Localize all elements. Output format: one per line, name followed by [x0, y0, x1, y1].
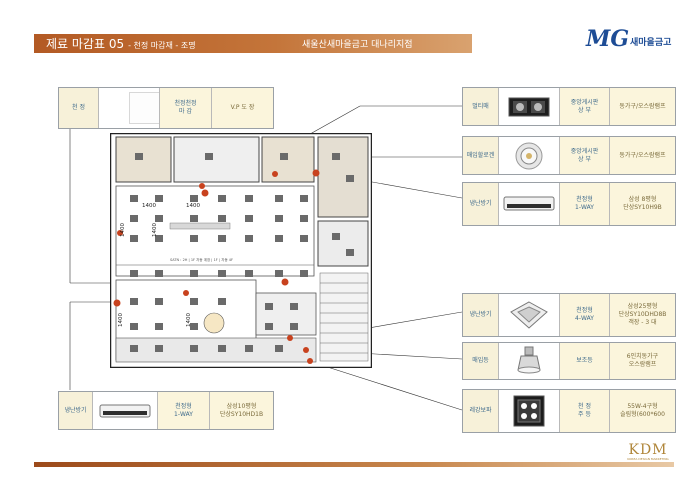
fixture-right-4-type: 천정형 4-WAY	[559, 294, 609, 336]
fixture-right-3-type: 천정형 1-WAY	[559, 183, 609, 225]
fixture-left-spec: 삼성10평형 단상SY10HD1B	[209, 392, 273, 429]
kdm-sub: KOREA DESIGN MARKETING	[627, 457, 669, 461]
fixture-right-5-type: 보조등	[559, 343, 609, 379]
plan-legend: SATN : 2H | 1F 자동 계장 | 1F | 자동 4F	[170, 257, 233, 262]
ceiling-finish: 천정천정 마 감	[159, 88, 211, 128]
fixture-right-5: 매입등 보조등 6인치동가구 오스람램프	[462, 342, 676, 380]
dim-4: 1400	[152, 223, 158, 237]
fixture-right-5-label: 매입등	[463, 343, 499, 379]
halogen-downlight-icon	[515, 142, 543, 169]
bank-name: 새울산새마을금고 대나리지점	[302, 40, 413, 50]
four-way-ac-icon	[510, 301, 548, 329]
ceiling-finish-box: 천 정 천정천정 마 감 V.P 도 장	[58, 87, 274, 129]
kdm-logo: KDM KOREA DESIGN MARKETING	[623, 442, 673, 462]
fixture-left: 냉난방기 천정형 1-WAY 삼성10평형 단상SY10HD1B	[58, 391, 274, 430]
kdm-mark: KDM	[628, 442, 668, 458]
footer-bar	[34, 462, 674, 467]
fixture-right-1-type: 중앙게시판 상 부	[559, 88, 609, 125]
cassette-ac-icon	[99, 404, 151, 417]
fixture-right-6: 레강보파 천 정 주 등 55W-4구형 슬림형(600*600	[462, 389, 676, 433]
title-bar: 제료 마감표 05- 천정 마감재 - 조명 새울산새마을금고 대나리지점	[34, 34, 472, 53]
logo-name: 새마을금고	[630, 38, 672, 48]
dim-1: 1400	[142, 203, 156, 209]
fixture-right-1-image	[499, 88, 559, 125]
fixture-right-1-spec: 동가구/오스람램프	[609, 88, 675, 125]
fixture-right-6-type: 천 정 주 등	[559, 390, 609, 432]
floor-plan: 1400 1400 1400 1400 1400 1400 SATN : 2H …	[110, 133, 372, 368]
ceiling-label: 천 정	[59, 88, 99, 128]
fixture-right-6-spec: 55W-4구형 슬림형(600*600	[609, 390, 675, 432]
recessed-light-icon	[517, 346, 541, 374]
fixture-right-3-spec: 삼성 8평형 단상SY10H9B	[609, 183, 675, 225]
fixture-right-4-label: 냉난방기	[463, 294, 499, 336]
ceiling-spec: V.P 도 장	[211, 88, 273, 128]
fixture-right-4-spec: 삼성25평형 단상SY10DHD8B 객장 - 3 대	[609, 294, 675, 336]
fixture-right-2-label: 매입할로겐	[463, 137, 499, 174]
mg-logo: MG 새마을금고	[586, 26, 682, 54]
cassette-ac-icon	[503, 196, 555, 211]
fixture-right-3-image	[499, 183, 559, 225]
title-main: 제료 마감표 05	[46, 37, 125, 51]
fixture-left-type: 천정형 1-WAY	[157, 392, 209, 429]
fixture-right-6-image	[499, 390, 559, 432]
fixture-left-label: 냉난방기	[59, 392, 93, 429]
fixture-right-4: 냉난방기 천정형 4-WAY 삼성25평형 단상SY10DHD8B 객장 - 3…	[462, 293, 676, 337]
dim-5: 1400	[118, 313, 124, 327]
ceiling-panel-light-icon	[513, 395, 545, 427]
fixture-right-5-image	[499, 343, 559, 379]
page-title: 제료 마감표 05- 천정 마감재 - 조명	[46, 35, 196, 52]
fixture-right-3-label: 냉난방기	[463, 183, 499, 225]
logo-mark: MG	[586, 26, 630, 52]
fixture-right-2-image	[499, 137, 559, 174]
fixture-right-2: 매입할로겐 중앙게시판 상 부 동가구/오스람램프	[462, 136, 676, 175]
fixture-right-5-spec: 6인치동가구 오스람램프	[609, 343, 675, 379]
fixture-right-4-image	[499, 294, 559, 336]
fixture-right-2-spec: 동가구/오스람램프	[609, 137, 675, 174]
fixture-right-6-label: 레강보파	[463, 390, 499, 432]
fixture-right-1: 멀티매 중앙게시판 상 부 동가구/오스람램프	[462, 87, 676, 126]
fixture-right-2-type: 중앙게시판 상 부	[559, 137, 609, 174]
multi-downlight-icon	[508, 97, 550, 116]
fixture-left-image	[93, 392, 157, 429]
fixture-right-1-label: 멀티매	[463, 88, 499, 125]
dim-3: 1400	[120, 223, 126, 237]
dim-2: 1400	[186, 203, 200, 209]
dim-6: 1400	[186, 313, 192, 327]
title-subtitle: - 천정 마감재 - 조명	[128, 41, 196, 50]
fixture-right-3: 냉난방기 천정형 1-WAY 삼성 8평형 단상SY10H9B	[462, 182, 676, 226]
